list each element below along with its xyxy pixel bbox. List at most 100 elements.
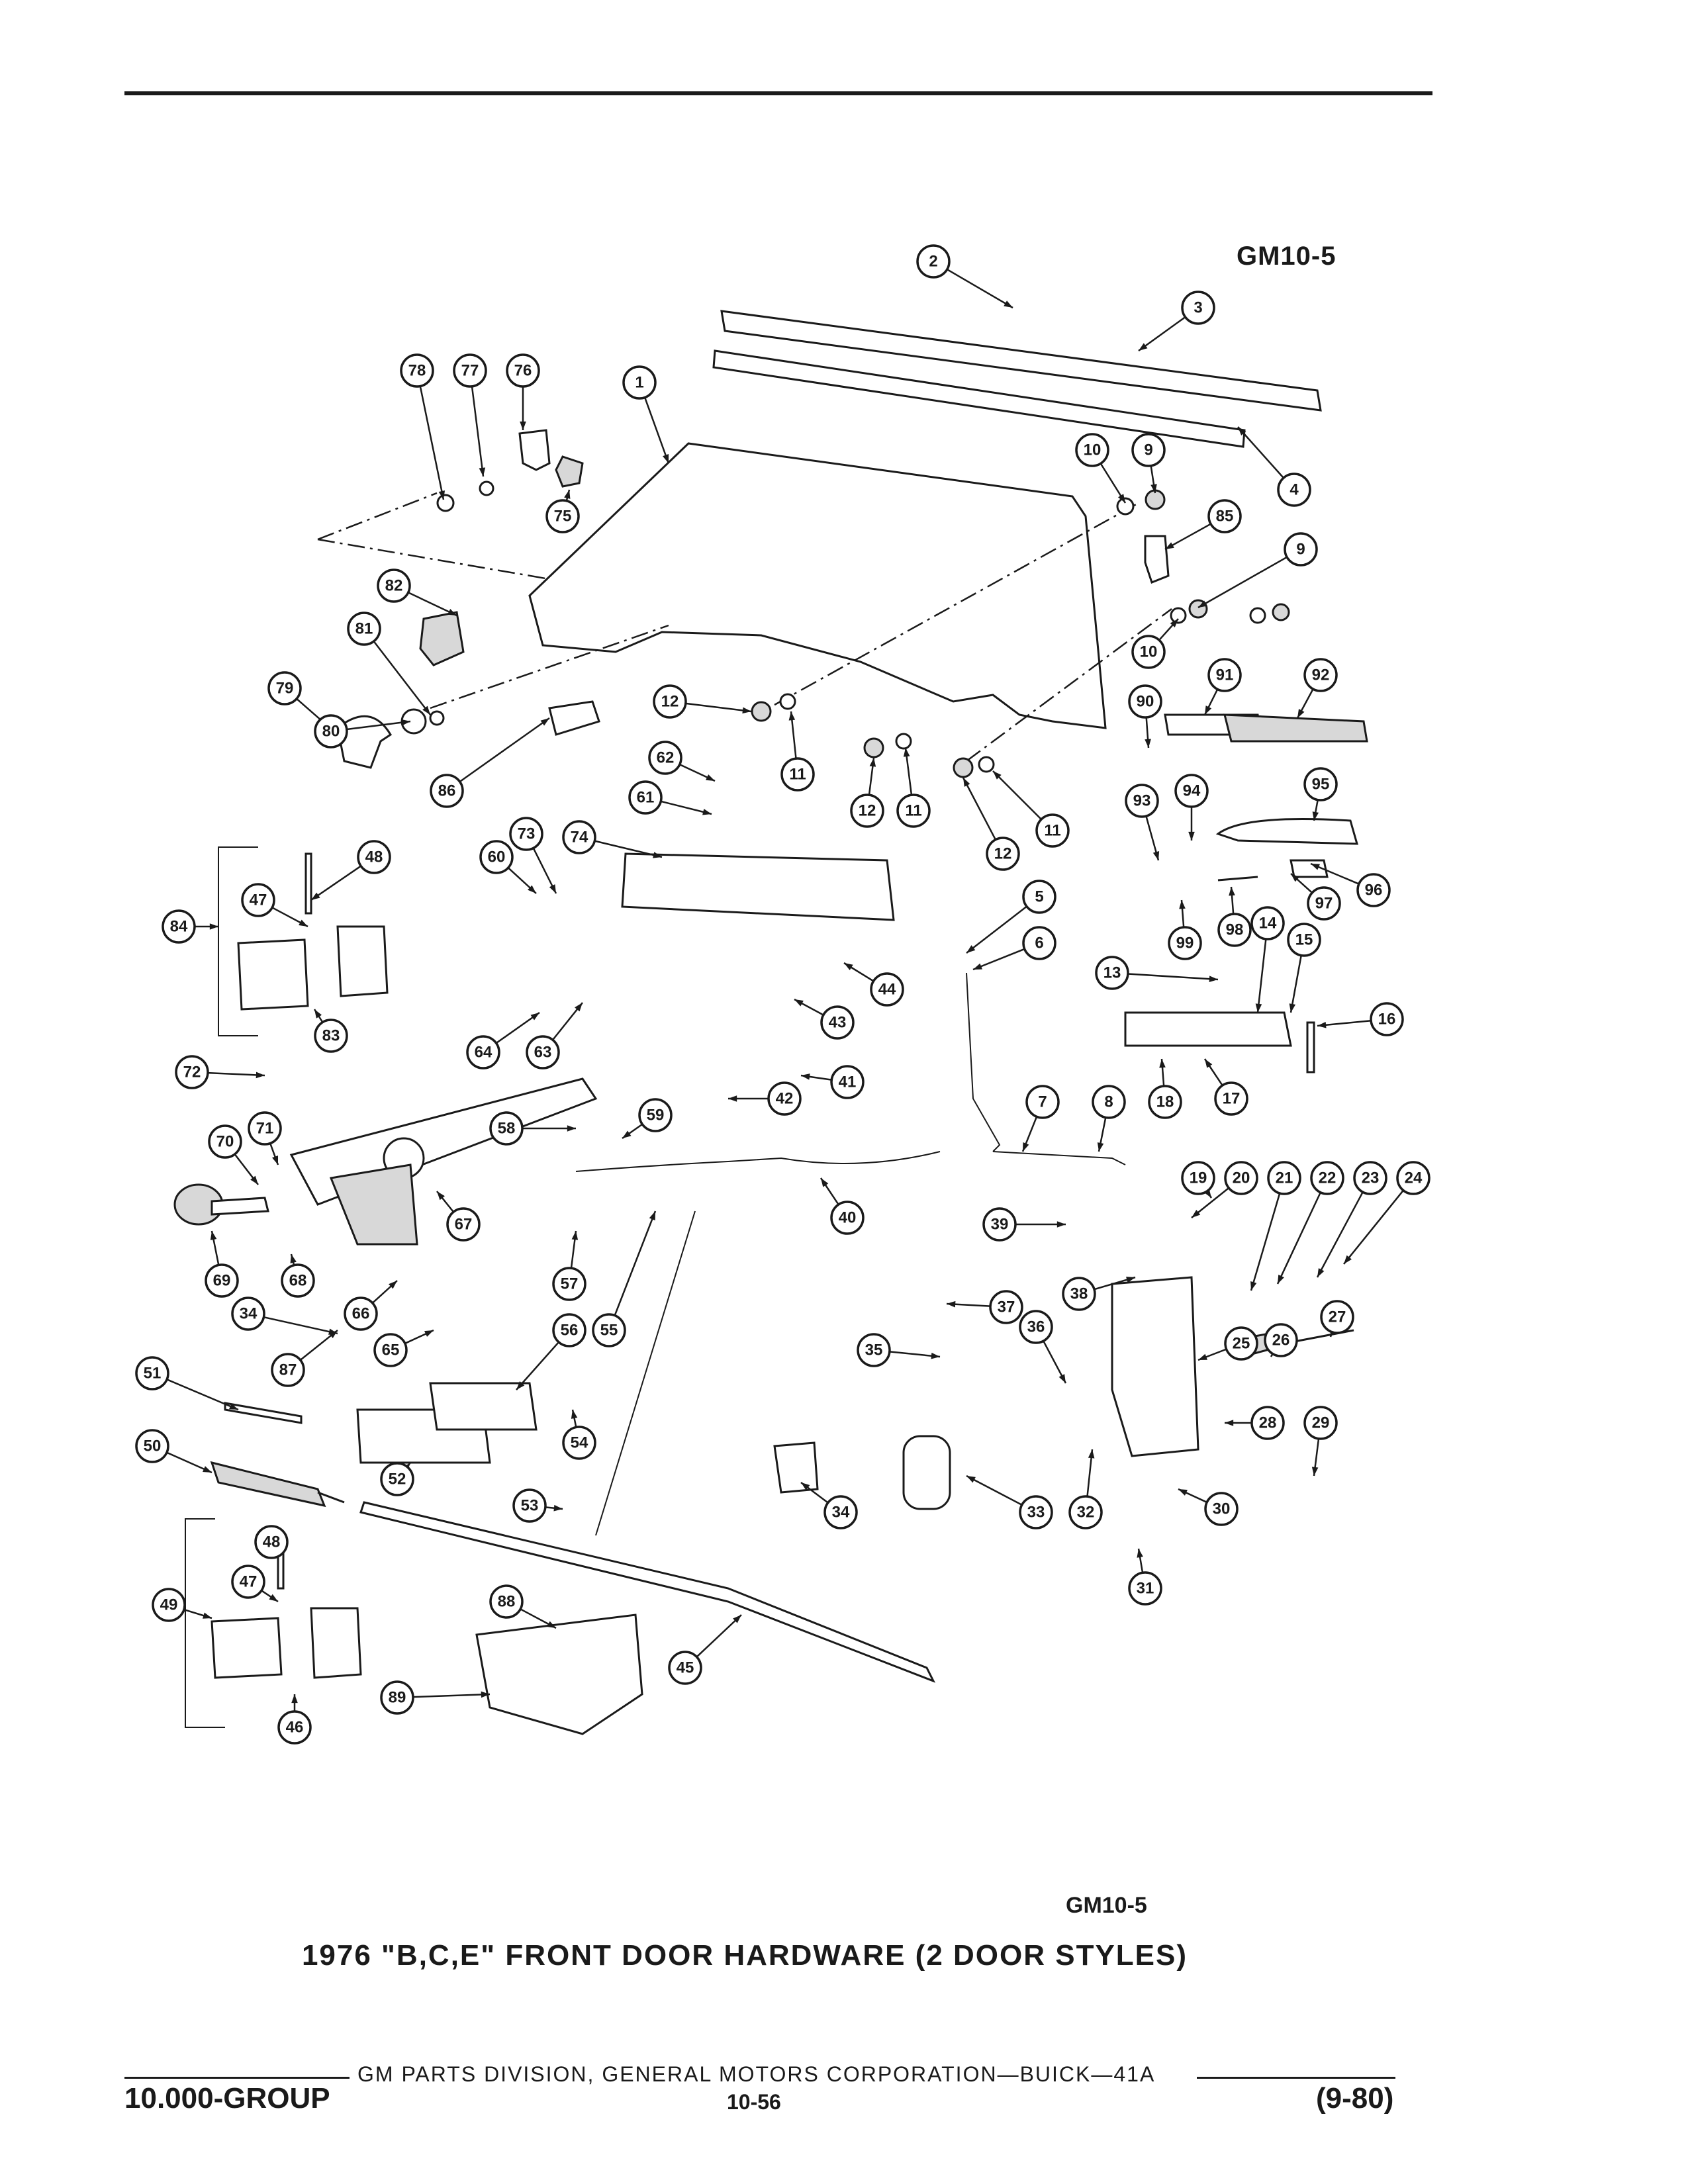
callout-number: 75 <box>554 508 572 525</box>
callout-leader-line <box>495 1011 540 1044</box>
sash-washer <box>1116 497 1135 516</box>
callout-bubble: 89 <box>380 1680 414 1715</box>
callout-number: 13 <box>1103 964 1121 982</box>
callout-arrowhead <box>269 1594 278 1602</box>
callout-arrowhead <box>540 718 549 726</box>
callout-circle <box>231 1297 265 1331</box>
callout-circle <box>1207 499 1242 533</box>
callout-bubble: 15 <box>1287 923 1321 957</box>
callout-circle <box>857 1333 891 1367</box>
callout-circle <box>1181 1161 1215 1195</box>
callout-arrowhead <box>575 1003 583 1012</box>
callout-number: 43 <box>829 1014 847 1032</box>
callout-number: 21 <box>1276 1169 1293 1187</box>
callout-circle <box>1307 886 1341 921</box>
glass-nut <box>863 737 884 758</box>
callout-number: 1 <box>635 374 643 392</box>
hinge-pin <box>305 852 312 915</box>
callout-circle <box>1068 1495 1103 1529</box>
callout-arrowhead <box>931 1352 940 1359</box>
callout-circle <box>526 1035 560 1069</box>
callout-number: 48 <box>263 1533 281 1551</box>
callout-circle <box>162 909 196 944</box>
callout-arrowhead <box>389 1281 397 1289</box>
callout-circle <box>1284 532 1318 567</box>
callout-bubble: 52 <box>380 1462 414 1496</box>
callout-number: 86 <box>438 782 456 800</box>
lower-hinge-door-half <box>211 1617 283 1679</box>
callout-number: 30 <box>1213 1500 1231 1518</box>
callout-bubble: 31 <box>1128 1571 1162 1606</box>
callout-circle <box>1370 1002 1404 1036</box>
callout-circle <box>638 1098 673 1132</box>
callout-arrowhead <box>1152 851 1160 860</box>
footer-edition-date: (9-80) <box>1316 2082 1394 2115</box>
glass-guide-clip <box>419 611 465 666</box>
callout-arrowhead <box>1058 1374 1066 1383</box>
callout-bubble: 45 <box>668 1651 702 1685</box>
callout-circle <box>628 780 663 815</box>
callout-bubble: 10 <box>1075 433 1109 467</box>
callout-circle <box>1019 1310 1053 1344</box>
callout-bubble: 58 <box>489 1111 524 1146</box>
callout-bubble: 86 <box>430 774 464 808</box>
callout-number: 82 <box>385 577 403 595</box>
glass-washer <box>978 756 995 773</box>
callout-leader-line <box>419 386 445 500</box>
callout-circle <box>357 840 391 874</box>
callout-circle <box>986 837 1020 871</box>
callout-arrowhead <box>1188 831 1195 841</box>
callout-bubble: 78 <box>400 353 434 388</box>
callout-arrowhead <box>1126 1277 1135 1283</box>
callout-number: 64 <box>475 1044 492 1062</box>
lock-rod-clip <box>1306 1021 1315 1073</box>
callout-number: 42 <box>776 1090 794 1108</box>
callout-circle <box>1019 1495 1053 1529</box>
callout-bubble: 47 <box>231 1565 265 1599</box>
callout-bubble: 60 <box>479 840 514 874</box>
callout-arrowhead <box>530 1013 539 1021</box>
callout-bubble: 8 <box>1092 1085 1126 1119</box>
callout-circle <box>1396 1161 1430 1195</box>
callout-bubble: 21 <box>1267 1161 1301 1195</box>
callout-leader-line <box>310 865 361 901</box>
callout-number: 68 <box>289 1272 307 1290</box>
callout-bubble: 48 <box>357 840 391 874</box>
callout-leader-line <box>614 1210 657 1316</box>
callout-number: 69 <box>213 1272 231 1290</box>
callout-circle <box>512 1488 547 1523</box>
callout-arrowhead <box>1297 709 1305 718</box>
callout-circle <box>377 569 411 603</box>
callout-bubble: 30 <box>1204 1492 1239 1526</box>
callout-bubble: 47 <box>241 883 275 917</box>
callout-number: 74 <box>571 829 588 846</box>
callout-number: 49 <box>160 1596 178 1614</box>
upper-hinge-group-bracket <box>218 846 258 1036</box>
callout-bubble: 75 <box>545 499 580 533</box>
callout-leader-line <box>412 1693 491 1698</box>
callout-arrowhead <box>794 999 804 1007</box>
lower-hinge-body-half <box>310 1607 362 1679</box>
callout-leader-line <box>962 777 997 841</box>
callout-circle <box>231 1565 265 1599</box>
callout-number: 11 <box>789 766 806 784</box>
callout-bubble: 55 <box>592 1313 626 1347</box>
callout-arrowhead <box>1097 1142 1104 1152</box>
callout-bubble: 98 <box>1217 913 1252 947</box>
callout-number: 12 <box>661 693 679 711</box>
callout-arrowhead <box>299 919 308 927</box>
parts-artwork <box>173 310 1368 1735</box>
callout-arrowhead <box>973 963 982 970</box>
callout-number: 19 <box>1190 1169 1207 1187</box>
callout-bubble: 90 <box>1128 684 1162 719</box>
callout-arrowhead <box>1165 542 1174 549</box>
callout-number: 94 <box>1183 782 1201 800</box>
callout-arrowhead <box>1311 1467 1319 1476</box>
callout-leader-line <box>947 269 1013 309</box>
callout-bubble: 81 <box>347 612 381 646</box>
callout-number: 52 <box>389 1471 406 1488</box>
callout-number: 97 <box>1315 895 1333 913</box>
callout-number: 59 <box>647 1107 665 1124</box>
callout-circle <box>281 1263 315 1298</box>
